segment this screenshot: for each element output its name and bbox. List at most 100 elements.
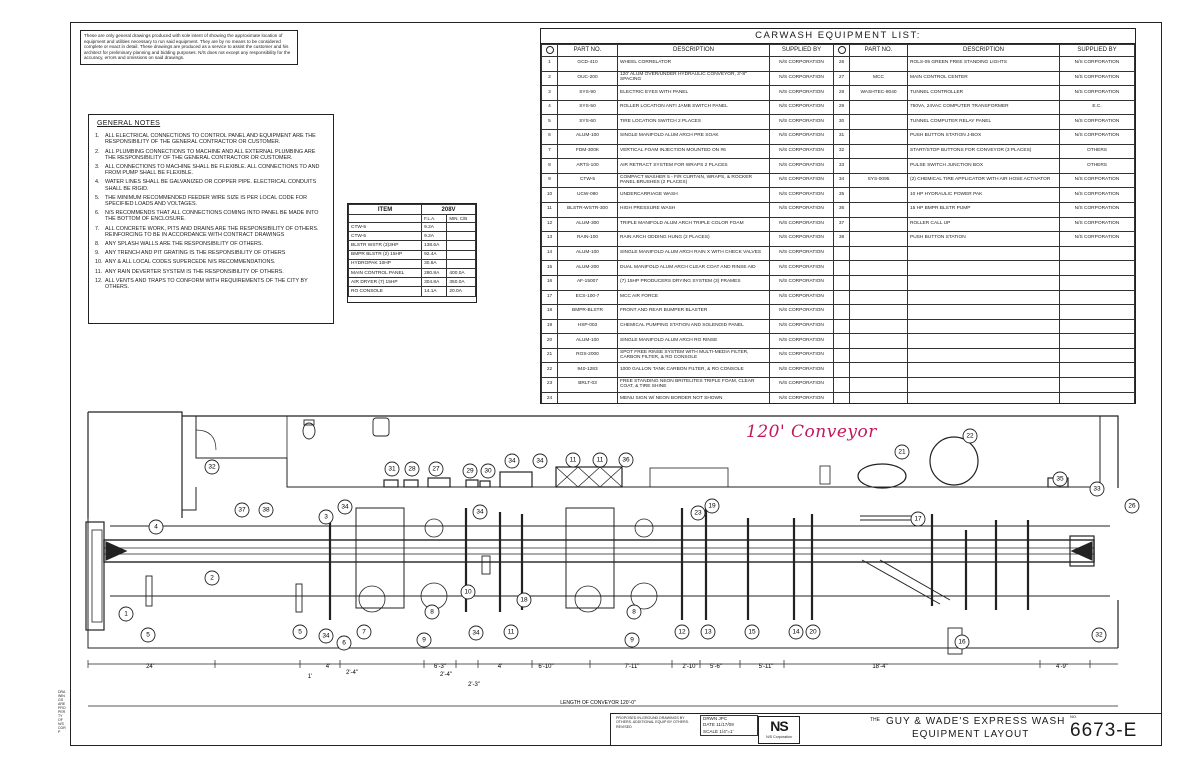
general-note-number: 2. [95, 148, 100, 155]
balloon-number: 21 [898, 449, 906, 456]
general-notes-list: 1.ALL ELECTRICAL CONNECTIONS TO CONTROL … [95, 133, 327, 290]
dimension-label: 5'-11" [759, 664, 774, 670]
general-note-number: 4. [95, 179, 100, 186]
conveyor-length-label: LENGTH OF CONVEYOR 120'-0" [560, 700, 636, 706]
equip-27 [427, 477, 451, 488]
conveyor-exit-unit [1069, 535, 1095, 567]
date-value: 11/17/09 [716, 722, 734, 728]
dimension-label: 5'-6" [710, 664, 722, 670]
balloon-circle [592, 452, 608, 468]
general-note-number: 6. [95, 210, 100, 217]
general-note-item: 4.WATER LINES SHALL BE GALVANIZED OR COP… [95, 179, 327, 191]
callout-balloon: 35 [1052, 471, 1068, 487]
callout-balloon: 12 [674, 624, 690, 640]
balloon-circle [910, 511, 926, 527]
callout-balloon: 34 [318, 628, 334, 644]
wrap-2-lower [630, 582, 658, 610]
balloon-number: 33 [1093, 486, 1101, 493]
balloon-number: 34 [508, 458, 516, 465]
callout-balloon: 11 [503, 624, 519, 640]
handwritten-conveyor-note: 120' Conveyor [746, 422, 877, 442]
callout-balloon: 10 [460, 584, 476, 600]
electrical-cell-fla: 14.1A [421, 286, 448, 297]
balloon-circle [690, 505, 706, 521]
balloon-number: 34 [341, 504, 349, 511]
callout-balloon: 28 [404, 461, 420, 477]
balloon-number: 4 [154, 524, 158, 531]
callout-balloon: 9 [416, 632, 432, 648]
balloon-circle [805, 624, 821, 640]
balloon-number: 13 [704, 629, 712, 636]
balloon-number: 5 [298, 629, 302, 636]
balloon-circle [1089, 481, 1105, 497]
balloon-circle [1091, 627, 1107, 643]
callout-balloon: 15 [744, 624, 760, 640]
callout-balloon: 34 [468, 625, 484, 641]
balloon-circle [258, 502, 274, 518]
balloon-circle [356, 624, 372, 640]
balloon-number: 34 [322, 633, 330, 640]
balloon-circle [532, 453, 548, 469]
balloon-circle [744, 624, 760, 640]
callout-balloon: 8 [626, 604, 642, 620]
drawing-number: 6673-E [1070, 720, 1138, 741]
drawn-label: DRWN [703, 716, 718, 721]
washer-2-frame [565, 507, 615, 609]
callout-balloon: 21 [894, 444, 910, 460]
callout-balloon: 29 [462, 463, 478, 479]
electrical-cell-min [446, 240, 476, 251]
chemical-station [649, 467, 729, 488]
general-note-text: ANY SPLASH WALLS ARE THE RESPONSIBILITY … [105, 241, 263, 248]
date-label: DATE [703, 722, 715, 728]
dimension-label: 7'-11" [625, 664, 640, 670]
desc-header-right: DESCRIPTION [907, 44, 1060, 57]
balloon-number: 3 [324, 514, 328, 521]
equip-30 [479, 480, 491, 488]
callout-balloon: 38 [258, 502, 274, 518]
balloon-number: 2 [210, 575, 214, 582]
balloon-number: 35 [1056, 476, 1064, 483]
general-note-number: 3. [95, 164, 100, 171]
equipment-list-title: CARWASH EQUIPMENT LIST: [541, 29, 1135, 44]
balloon-number: 34 [536, 458, 544, 465]
dimension-labels: 24'4'1'2'-4"6'-3"2'-4"4'6'-10"7'-11"2'-1… [146, 664, 1068, 680]
balloon-circle [894, 444, 910, 460]
balloon-circle [503, 624, 519, 640]
callout-balloon: 3 [318, 509, 334, 525]
undercarriage [481, 555, 491, 575]
dryer-ducts [861, 559, 951, 605]
general-note-text: ANY TRENCH AND PIT GRATING IS THE RESPON… [105, 250, 286, 257]
general-note-item: 5.THE MINIMUM RECOMMENDED FEEDER WIRE SI… [95, 195, 327, 207]
callout-balloon: 34 [337, 499, 353, 515]
ro-system [857, 463, 907, 489]
equip-34 [499, 471, 533, 488]
disclaimer-box: These are only general drawings produced… [80, 30, 298, 65]
wrap-1 [424, 518, 444, 538]
conveyor-ends [105, 541, 1093, 561]
balloon-circle [472, 504, 488, 520]
general-note-text: ALL CONCRETE WORK, PITS AND DRAINS ARE T… [105, 225, 319, 238]
balloon-number: 38 [262, 507, 270, 514]
balloon-number: 31 [388, 466, 396, 473]
general-notes-title: GENERAL NOTES [97, 120, 161, 127]
callout-balloon: 27 [428, 461, 444, 477]
project-name: GUY & WADE'S EXPRESS WASH [886, 716, 1066, 727]
general-note-text: ANY & ALL LOCAL CODES SUPERCEDE N/S RECO… [105, 259, 276, 266]
callout-balloon: 34 [504, 453, 520, 469]
toilet [302, 422, 316, 440]
tire-switch-5b [295, 583, 303, 613]
balloon-number: 8 [430, 609, 434, 616]
entrance-block [85, 521, 105, 631]
general-note-text: ALL CONNECTIONS TO MACHINE SHALL BE FLEX… [105, 164, 320, 177]
balloon-number: 6 [342, 640, 346, 647]
callout-balloon: 18 [516, 592, 532, 608]
